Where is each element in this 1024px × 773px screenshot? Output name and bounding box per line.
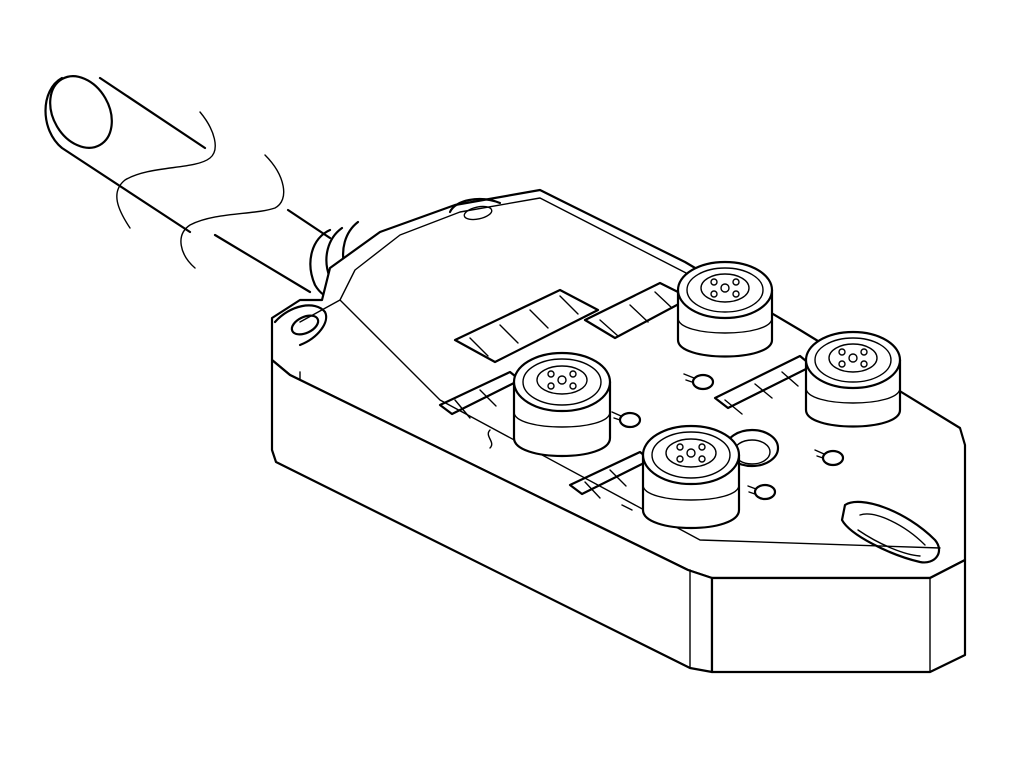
port-3 (512, 351, 612, 458)
port-4 (641, 424, 741, 530)
cable (44, 75, 362, 303)
port-1 (676, 260, 774, 358)
housing (270, 188, 967, 674)
port-2 (804, 330, 902, 428)
led-indicators (487, 373, 845, 511)
